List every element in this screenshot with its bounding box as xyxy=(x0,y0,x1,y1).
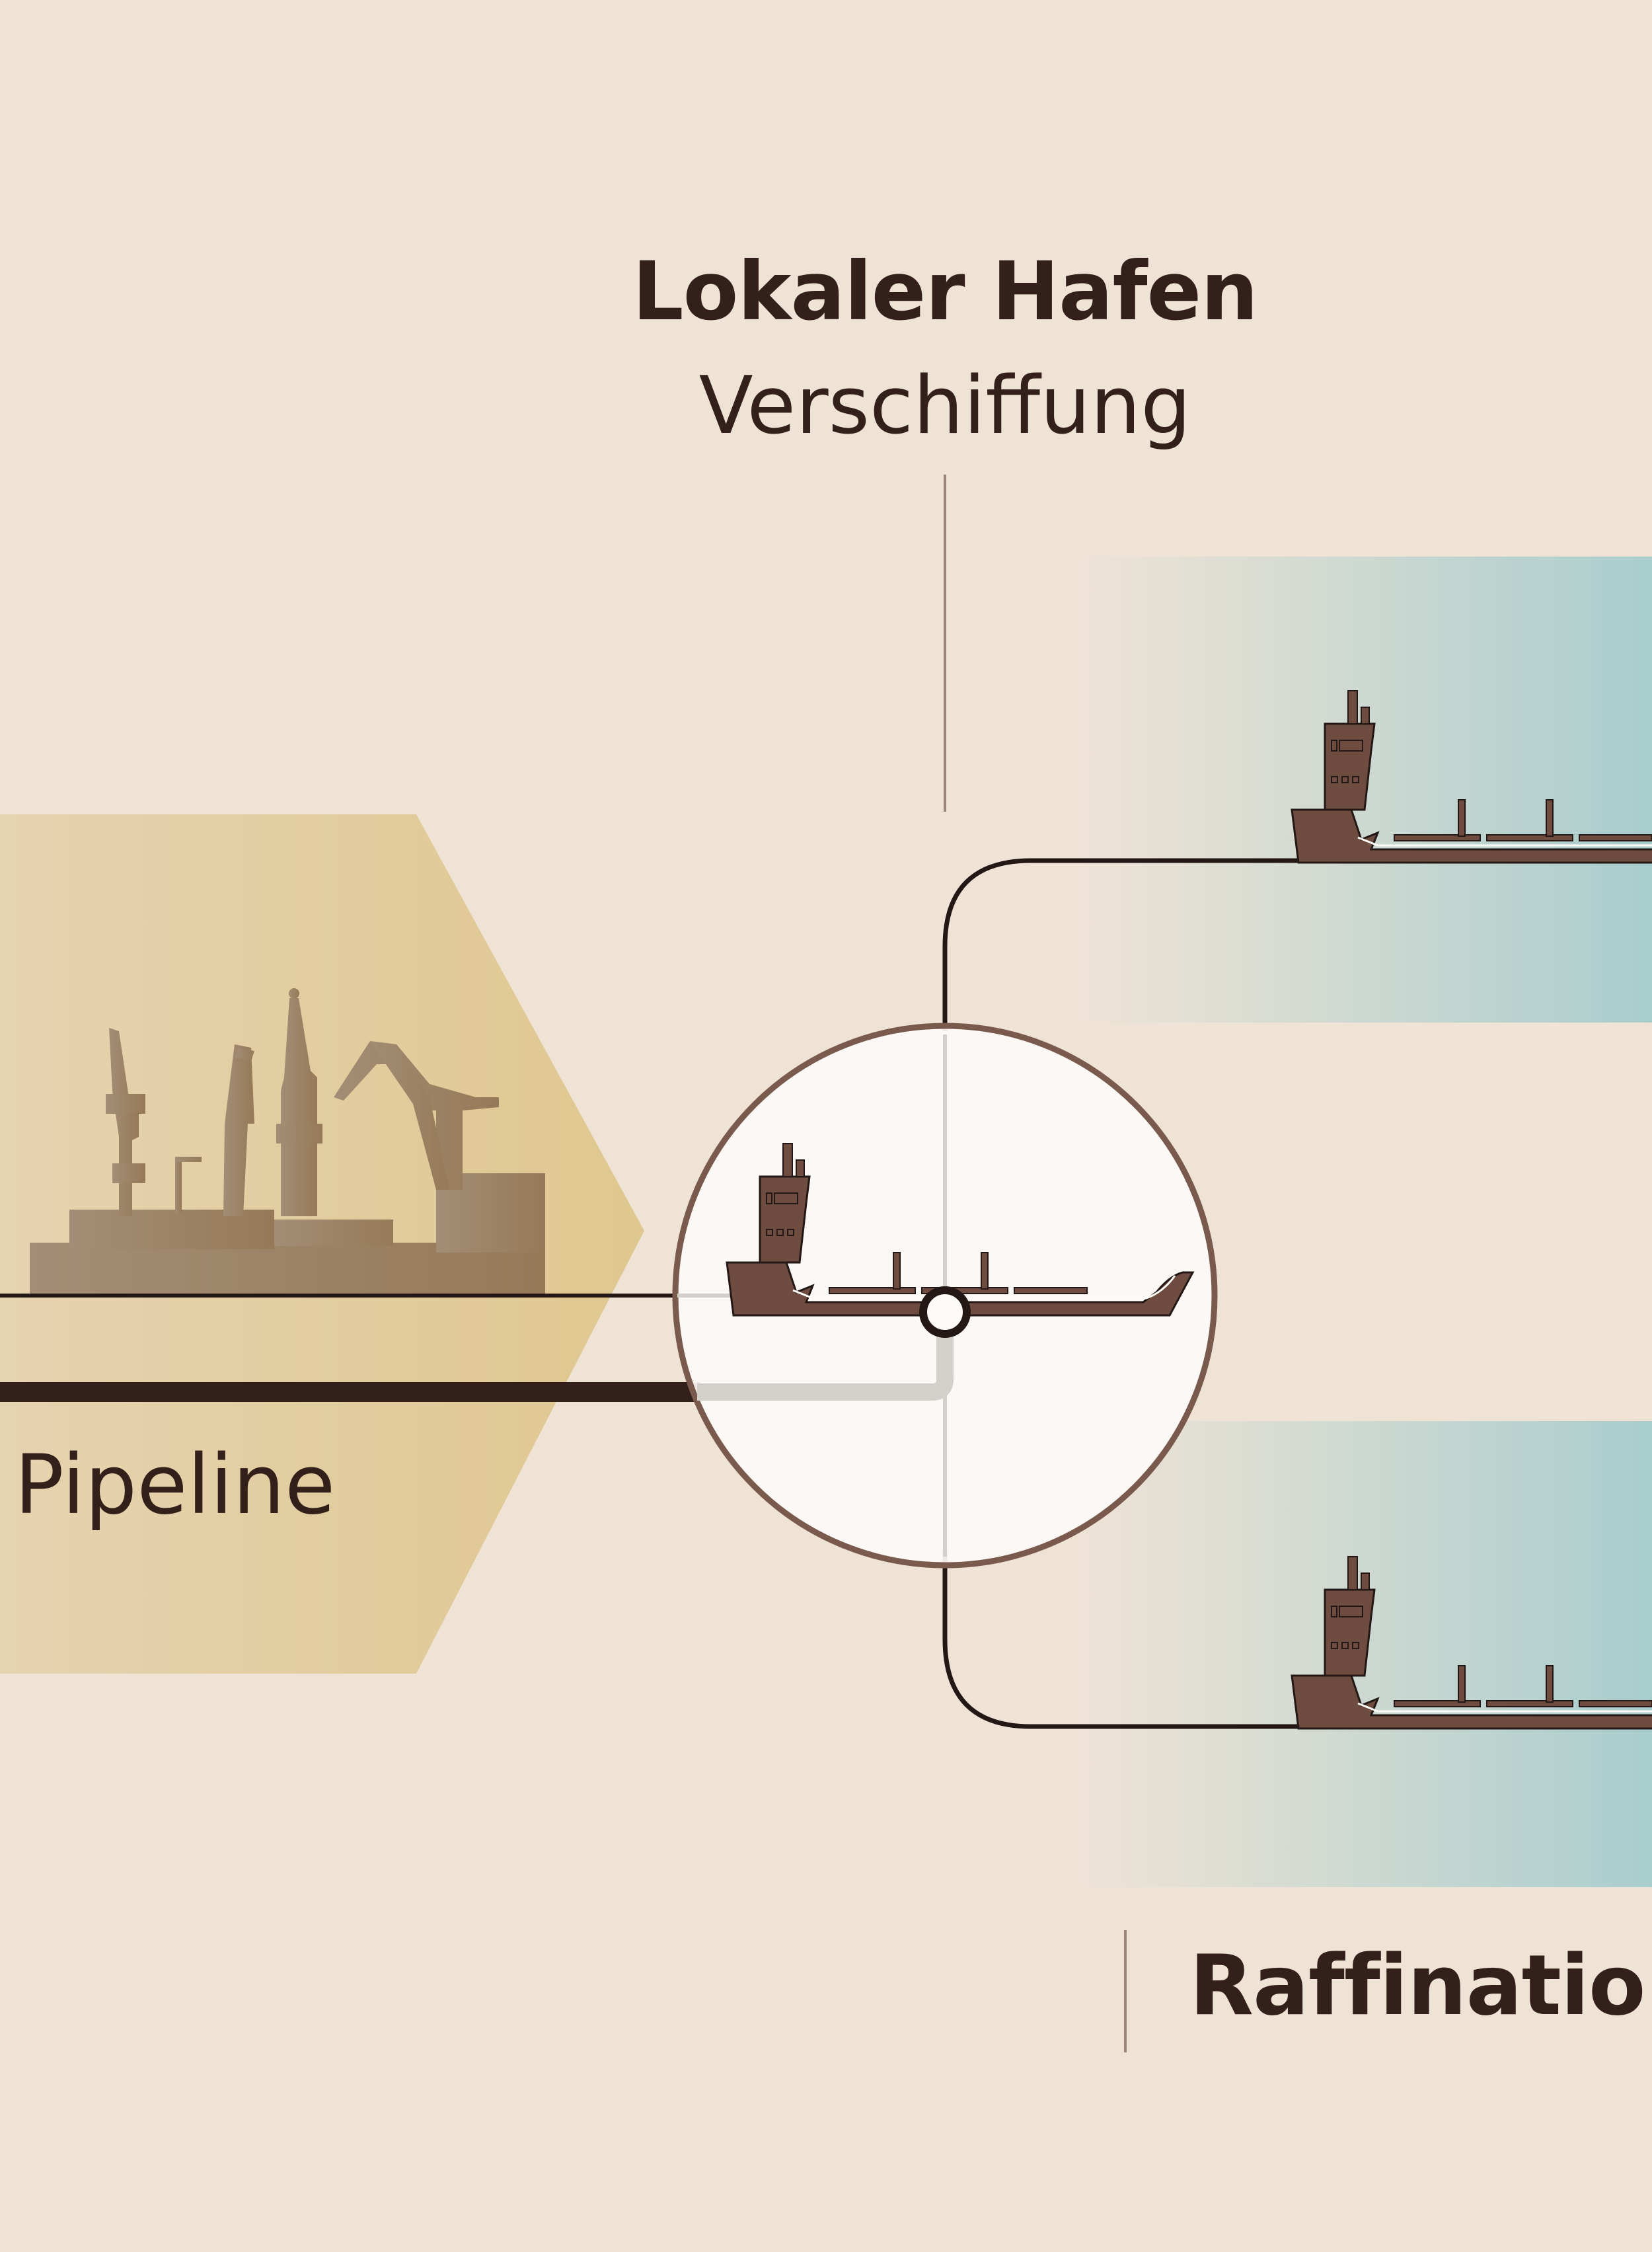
raffination-label: Raffination xyxy=(1189,1937,1652,2034)
page-subtitle: Verschiffung xyxy=(698,360,1191,452)
route-to-bottom xyxy=(942,1553,1652,1729)
page-title: Lokaler Hafen xyxy=(632,245,1258,338)
hub-node xyxy=(919,1286,971,1338)
pipeline-label: Pipeline xyxy=(15,1438,336,1533)
port-cranes-icon xyxy=(30,988,545,1296)
hub-pipeline-trace xyxy=(697,1312,954,1401)
route-to-top xyxy=(942,858,1652,1031)
